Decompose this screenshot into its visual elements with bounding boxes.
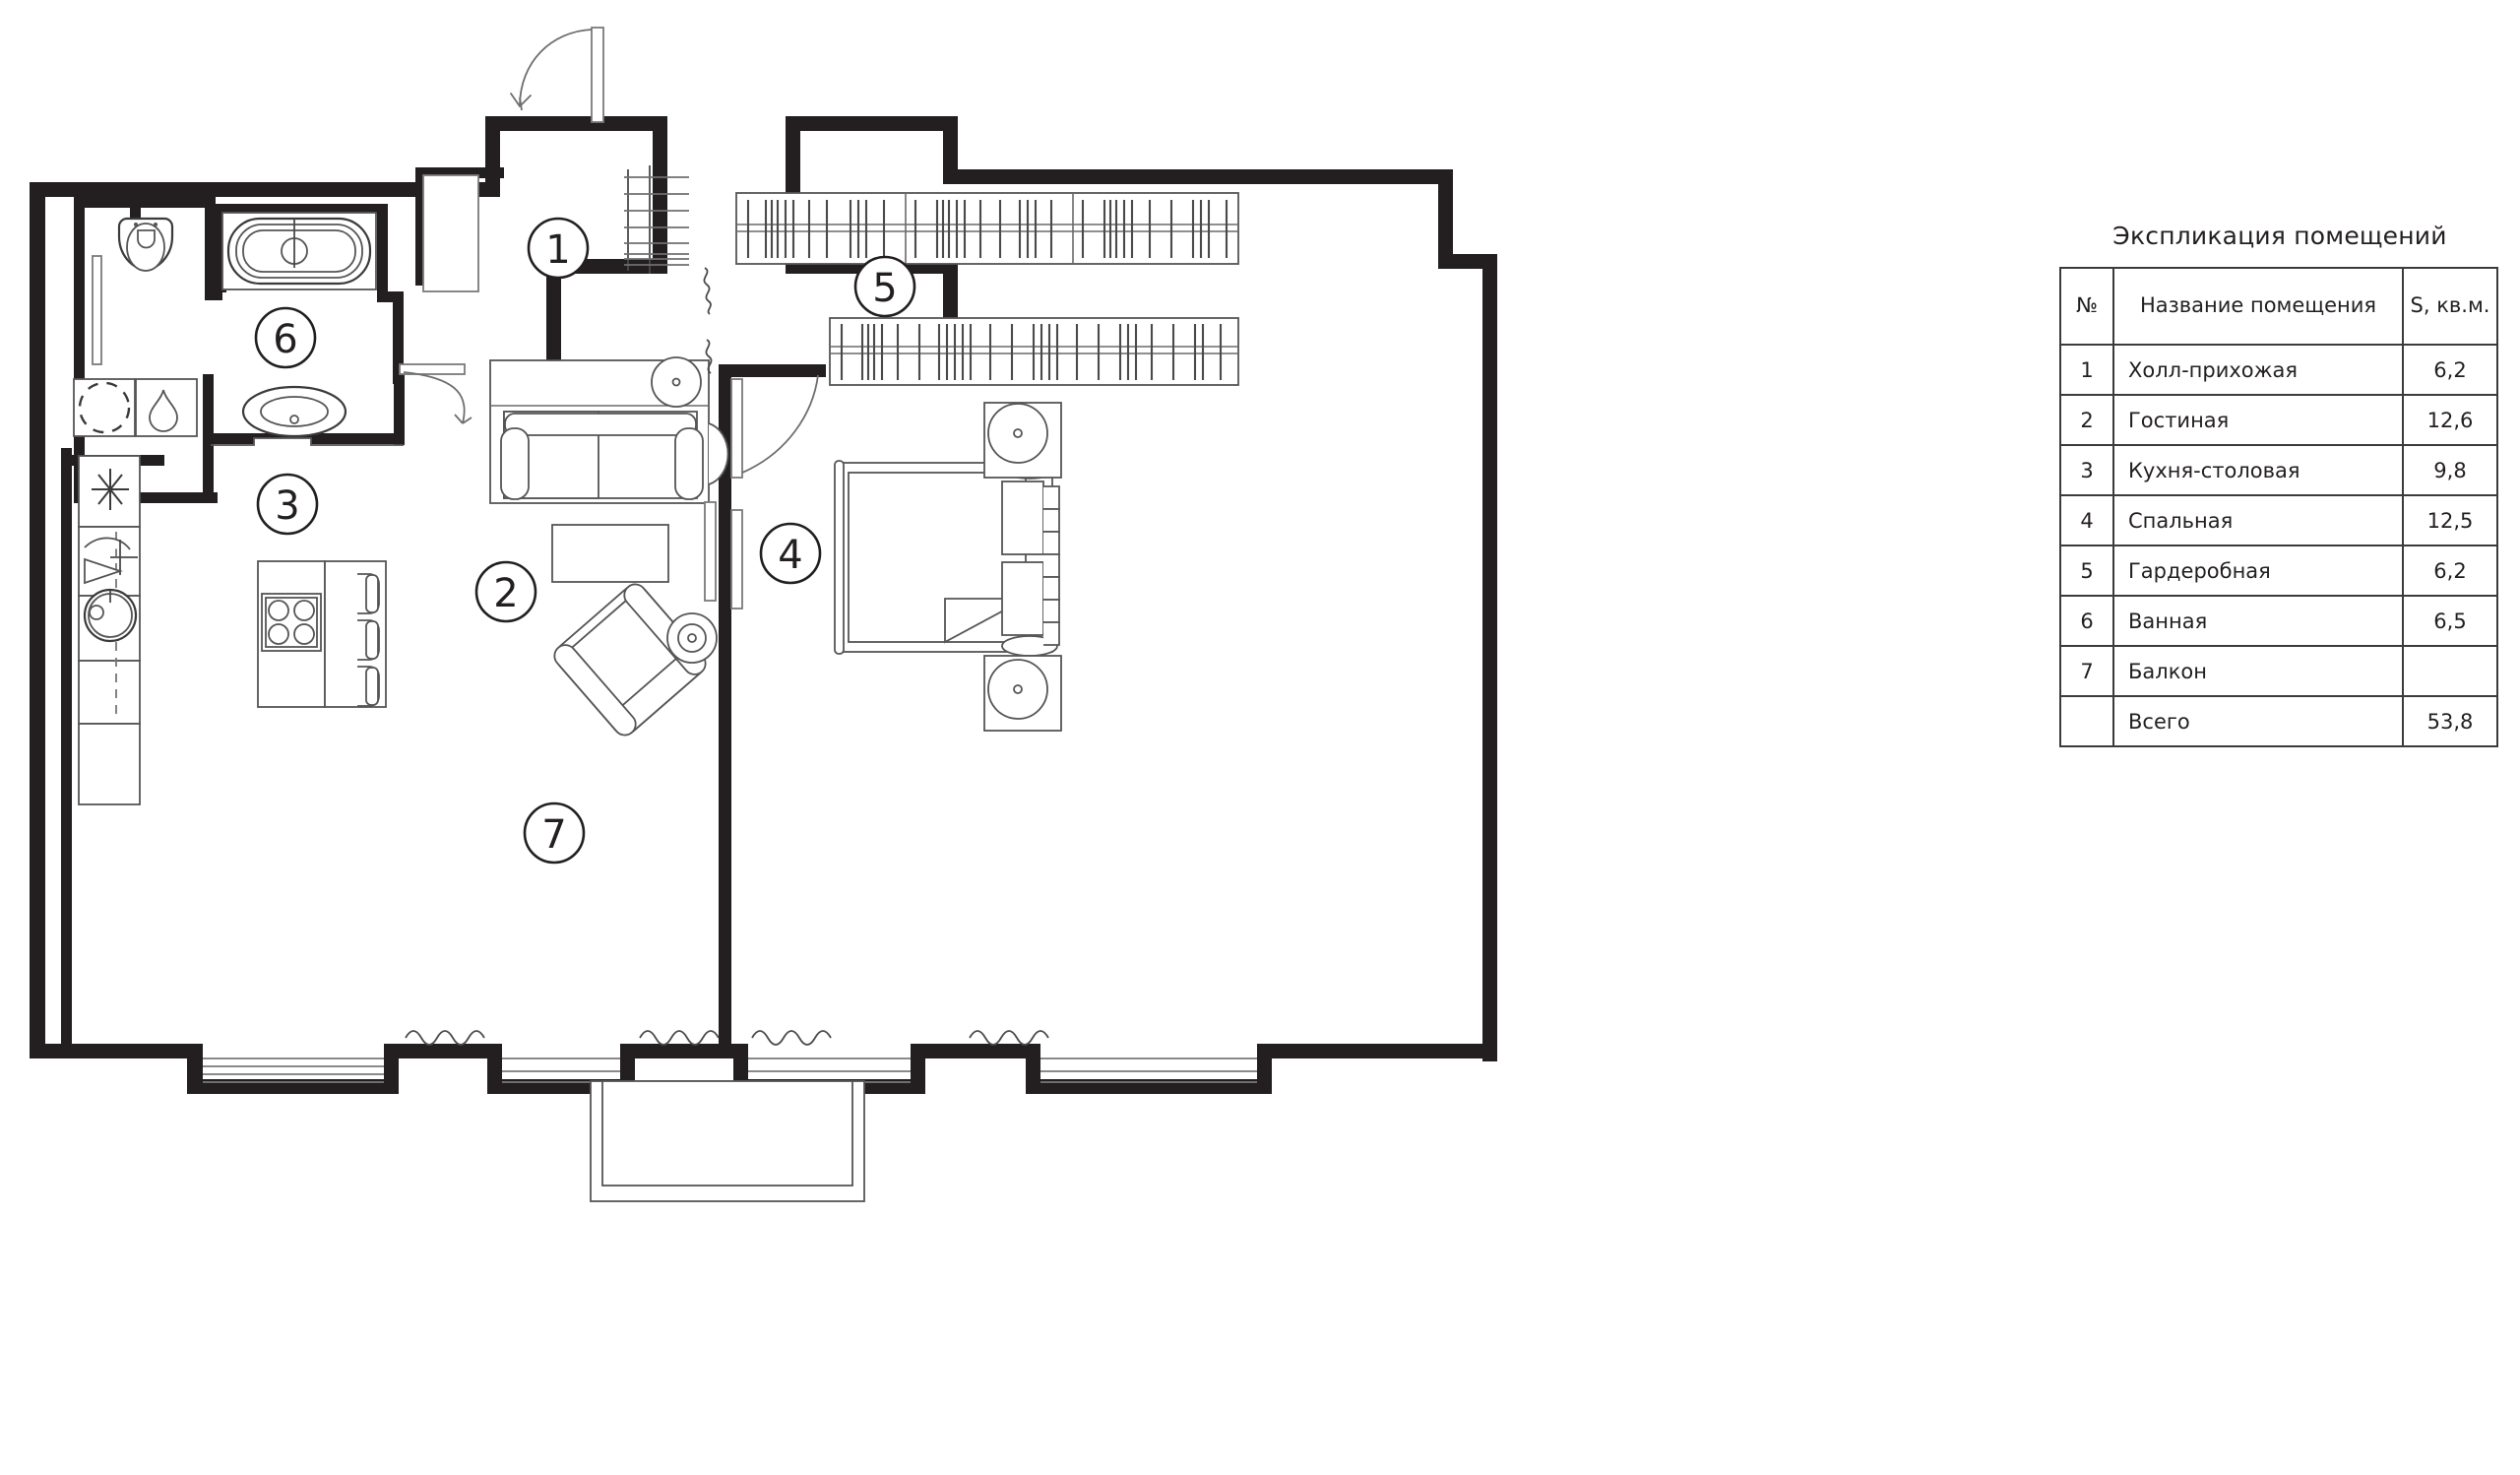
cell-number: 5 [2059, 545, 2114, 597]
cell-room-name: Холл-прихожая [2112, 344, 2404, 396]
table-row: 5 Гардеробная 6,2 [2059, 545, 2498, 597]
room-marker-7: 7 [523, 802, 586, 865]
header-area: S, кв.м. [2402, 267, 2498, 346]
cell-area: 12,6 [2402, 394, 2498, 446]
room-marker-5: 5 [853, 255, 916, 318]
cell-area: 6,5 [2402, 595, 2498, 647]
refrigerator-icon [92, 469, 129, 510]
room-marker-label: 5 [872, 266, 897, 311]
toilet [117, 217, 174, 272]
sliding-door [704, 374, 819, 609]
cell-total-area: 53,8 [2402, 695, 2498, 747]
room-marker-label: 2 [493, 571, 518, 616]
room-marker-2: 2 [474, 560, 537, 623]
cell-number: 6 [2059, 595, 2114, 647]
coffee-table [551, 524, 669, 583]
bathtub [221, 212, 377, 290]
wardrobe-upper [735, 192, 1239, 265]
header-room-name: Название помещения [2112, 267, 2404, 346]
wardrobe-lower [829, 317, 1239, 386]
interior-walls [61, 167, 826, 1054]
cell-number: 4 [2059, 494, 2114, 546]
cell-area: 9,8 [2402, 444, 2498, 496]
cell-area: 6,2 [2402, 344, 2498, 396]
cell-number: 2 [2059, 394, 2114, 446]
room-marker-label: 1 [545, 227, 570, 273]
cell-room-name: Гардеробная [2112, 545, 2404, 597]
table-header-row: № Название помещения S, кв.м. [2059, 267, 2498, 346]
room-marker-1: 1 [527, 217, 590, 280]
table-row: 2 Гостиная 12,6 [2059, 394, 2498, 446]
table-row-total: Всего 53,8 [2059, 695, 2498, 747]
cell-area: 12,5 [2402, 494, 2498, 546]
side-table [666, 612, 718, 664]
room-marker-6: 6 [254, 306, 317, 369]
sofa [489, 356, 729, 504]
cell-number: 1 [2059, 344, 2114, 396]
cell-number [2059, 695, 2114, 747]
nightstand-bottom [983, 655, 1062, 732]
cell-room-name: Спальная [2112, 494, 2404, 546]
balcony [590, 1080, 865, 1202]
washbasin [211, 385, 404, 446]
cell-area [2402, 645, 2498, 697]
bathroom-door [399, 363, 472, 424]
hall-closet [422, 174, 479, 292]
room-marker-label: 3 [275, 483, 299, 529]
washing-machine [73, 378, 136, 437]
room-schedule-table: № Название помещения S, кв.м. 1 Холл-при… [2059, 267, 2498, 747]
kitchen-sink [83, 588, 138, 643]
cell-room-name: Гостиная [2112, 394, 2404, 446]
cell-room-name: Кухня-столовая [2112, 444, 2404, 496]
header-number: № [2059, 267, 2114, 346]
floor-plan-drawing: 1 2 3 4 5 6 7 [30, 27, 1497, 1202]
cell-number: 7 [2059, 645, 2114, 697]
windows [203, 1058, 1257, 1083]
table-row: 1 Холл-прихожая 6,2 [2059, 344, 2498, 396]
cell-room-name: Ванная [2112, 595, 2404, 647]
room-schedule-title: Экспликация помещений [2112, 222, 2447, 250]
stair-hatch [624, 165, 712, 315]
room-marker-label: 4 [778, 533, 802, 578]
water-heater [135, 378, 198, 437]
room-schedule: Экспликация помещений № Название помещен… [2059, 222, 2500, 747]
room-marker-3: 3 [256, 473, 319, 536]
room-marker-label: 7 [541, 812, 566, 858]
radiator [405, 339, 1049, 1046]
armchair [553, 583, 707, 737]
cell-room-name: Балкон [2112, 645, 2404, 697]
bar-stools [357, 573, 380, 707]
cell-total-label: Всего [2112, 695, 2404, 747]
cooker-hood-icon [84, 537, 138, 585]
room-marker-label: 6 [273, 317, 297, 362]
double-bed [834, 458, 1060, 657]
table-row: 6 Ванная 6,5 [2059, 595, 2498, 647]
nightstand-top [983, 402, 1062, 479]
table-row: 4 Спальная 12,5 [2059, 494, 2498, 546]
table-row: 3 Кухня-столовая 9,8 [2059, 444, 2498, 496]
cell-area: 6,2 [2402, 545, 2498, 597]
entrance-door [510, 27, 604, 123]
cell-number: 3 [2059, 444, 2114, 496]
kitchen-island [257, 560, 387, 708]
room-marker-4: 4 [759, 522, 822, 585]
table-row: 7 Балкон [2059, 645, 2498, 697]
towel-rail [92, 255, 102, 365]
